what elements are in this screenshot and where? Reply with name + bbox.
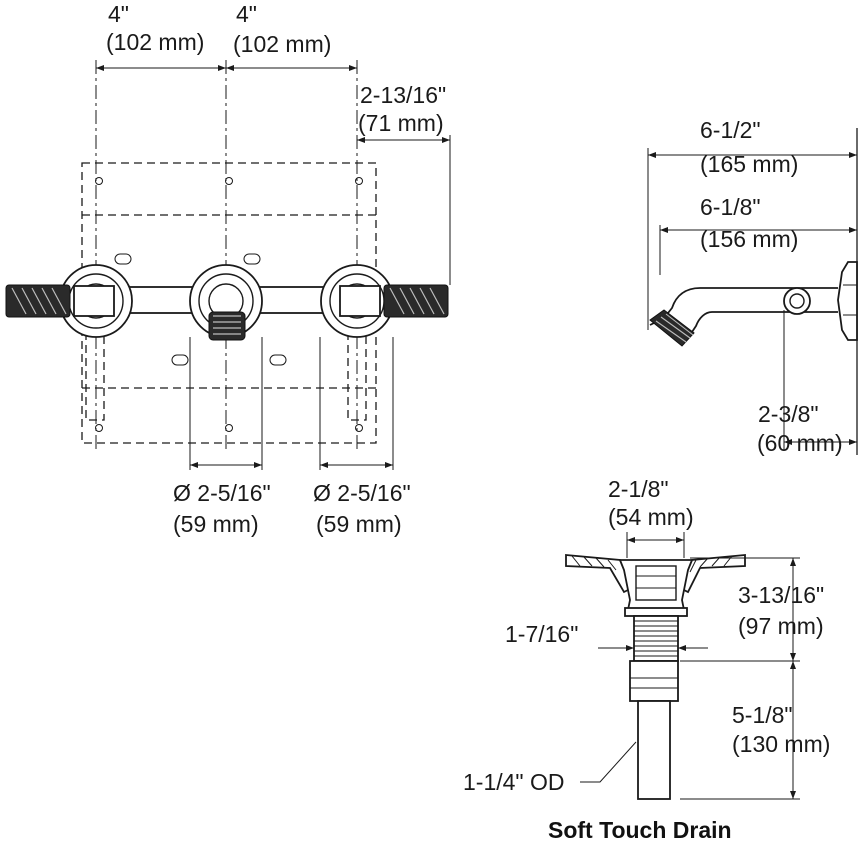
spout-aerator — [208, 311, 246, 341]
spout-length-mm: (156 mm) — [700, 226, 798, 252]
mounting-hole — [355, 177, 363, 185]
right-handle-lever — [383, 284, 449, 318]
drain-threaded-body — [633, 615, 679, 662]
body-height-mm: (97 mm) — [738, 613, 824, 639]
mounting-hole — [225, 177, 233, 185]
drain-nut — [624, 607, 688, 617]
drain-flange — [618, 559, 694, 611]
left-valve-stem-hidden — [85, 314, 105, 421]
mounting-hole — [95, 424, 103, 432]
mounting-slot — [114, 253, 132, 265]
center-height-mm: (60 mm) — [757, 430, 843, 456]
mounting-hole — [225, 424, 233, 432]
right-handle-texture — [389, 287, 445, 315]
spout-aerator-tip — [649, 309, 695, 347]
right-diameter-mm: (59 mm) — [316, 511, 402, 537]
right-handle-base — [339, 285, 381, 317]
flange-width-in: 2-1/8" — [608, 476, 669, 502]
mounting-slot — [243, 253, 261, 265]
right-spacing-in: 4" — [236, 1, 257, 27]
right-spacing-mm: (102 mm) — [233, 31, 331, 57]
drain-title: Soft Touch Drain — [548, 817, 732, 842]
handle-offset-mm: (71 mm) — [358, 110, 444, 136]
right-diameter-in: Ø 2-5/16" — [313, 480, 411, 506]
od-leader-line — [580, 741, 637, 783]
tailpiece-length-in: 5-1/8" — [732, 702, 793, 728]
left-handle-lever — [5, 284, 71, 318]
spout-length-in: 6-1/8" — [700, 194, 761, 220]
left-spacing-mm: (102 mm) — [106, 29, 204, 55]
body-diameter-in: 1-7/16" — [505, 621, 578, 647]
spout-body-circle — [783, 287, 811, 315]
drain-section-view: 2-1/8" (54 mm) 3-13/16" (97 mm) 1-7/16" … — [463, 476, 830, 842]
tailpiece-od: 1-1/4" OD — [463, 769, 564, 795]
basin-hatching — [571, 555, 733, 573]
left-handle-texture — [11, 287, 67, 315]
center-height-in: 2-3/8" — [758, 401, 819, 427]
mounting-slot — [269, 354, 287, 366]
tailpiece-collar — [629, 660, 679, 702]
total-length-in: 6-1/2" — [700, 117, 761, 143]
total-length-mm: (165 mm) — [700, 151, 798, 177]
mounting-slot — [171, 354, 189, 366]
spout-wall-flange — [837, 261, 858, 341]
left-diameter-in: Ø 2-5/16" — [173, 480, 271, 506]
spout-arm — [649, 287, 838, 336]
tailpiece-tube — [637, 700, 671, 800]
spout-body-circle-inner — [789, 293, 805, 309]
drain-stopper — [635, 565, 677, 601]
mounting-hole — [355, 424, 363, 432]
valve-front-view: 4" (102 mm) 4" (102 mm) 2-13/16" (71 mm)… — [5, 1, 451, 537]
spout-side-view: 6-1/2" (165 mm) 6-1/8" (156 mm) 2-3/8" (… — [647, 117, 858, 456]
body-height-in: 3-13/16" — [738, 582, 824, 608]
spout-aerator-texture — [655, 313, 694, 343]
left-handle-base — [73, 285, 115, 317]
tailpiece-length-mm: (130 mm) — [732, 731, 830, 757]
handle-offset-in: 2-13/16" — [360, 82, 446, 108]
drain-threads — [634, 620, 678, 657]
left-spacing-in: 4" — [108, 1, 129, 27]
aerator-texture — [213, 315, 241, 335]
left-diameter-mm: (59 mm) — [173, 511, 259, 537]
flange-width-mm: (54 mm) — [608, 504, 694, 530]
mounting-hole — [95, 177, 103, 185]
